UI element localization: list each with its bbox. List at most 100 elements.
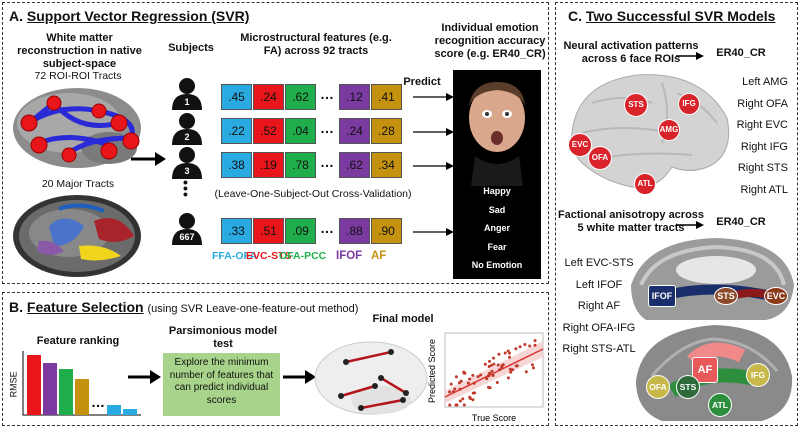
model1-item: Right EVC <box>736 119 788 131</box>
feature-ellipsis: … <box>320 120 334 136</box>
feature-cell: .52 <box>253 118 284 144</box>
panel-a-title-text: Support Vector Regression (SVR) <box>26 8 250 24</box>
emotion-option: Fear <box>487 241 507 252</box>
panel-c-title: C. Two Successful SVR Models <box>568 8 775 24</box>
predict-arrows <box>413 93 454 236</box>
loso-label: (Leave-One-Subject-Out Cross-Validation) <box>214 188 412 200</box>
roi-node <box>122 132 140 150</box>
model2-arrow <box>676 221 704 229</box>
feature-cell: .12 <box>339 84 370 110</box>
scatter-point <box>491 374 495 377</box>
model2-item: Right STS-ATL <box>562 343 636 355</box>
scatter-point <box>514 347 518 351</box>
model2-item: Left EVC-STS <box>564 257 634 269</box>
feature-cell: .38 <box>221 152 252 178</box>
subject-icon: 667 <box>170 211 204 247</box>
feature-ranking-chart: … <box>22 351 141 416</box>
tract-marker: STS <box>676 375 700 399</box>
tract-marker: IFG <box>746 363 770 387</box>
scatter-point <box>530 363 534 367</box>
scatter-point <box>488 371 492 375</box>
scatter-point <box>501 363 505 367</box>
scatter-point <box>454 375 458 379</box>
model2-item: Right AF <box>577 300 621 312</box>
major-label: 20 Major Tracts <box>41 178 115 190</box>
tract-marker: OFA <box>646 375 670 399</box>
scatter-point <box>528 344 532 348</box>
ranking-bar <box>43 363 57 415</box>
tract-marker: ATL <box>708 393 732 417</box>
scatter-point <box>471 398 475 402</box>
roi-marker: STS <box>624 93 648 117</box>
scatter-point <box>483 362 487 366</box>
arrow-to-test <box>128 370 161 384</box>
scatter-point <box>490 369 494 373</box>
scatter-ylabel: Predicted Score <box>427 339 437 403</box>
tract-column-label: IFOF <box>336 250 363 262</box>
scatter-point <box>459 379 463 383</box>
tract-marker: IFOF <box>648 285 676 307</box>
feature-cell: .24 <box>339 118 370 144</box>
feature-ellipsis: … <box>320 220 334 236</box>
panel-b-letter: B. <box>9 299 23 315</box>
emotion-option: Anger <box>483 223 510 233</box>
brain-roi-image <box>13 88 141 168</box>
scatter-point <box>468 377 472 381</box>
scatter-point <box>496 363 500 367</box>
scatter-point <box>462 370 466 374</box>
wm-title: White matter reconstruction in native su… <box>17 32 142 71</box>
roi-node <box>91 103 107 119</box>
model2-target: ER40_CR <box>716 216 766 228</box>
scatter-point <box>511 368 515 372</box>
feature-ellipsis: … <box>320 86 334 102</box>
scatter-point <box>453 387 457 391</box>
roi-marker: ATL <box>634 173 656 195</box>
feature-cell: .51 <box>253 218 284 244</box>
arrow-to-final <box>283 370 316 384</box>
feature-cell: .41 <box>371 84 402 110</box>
emotion-option: Sad <box>488 204 506 215</box>
tract-marker: STS <box>714 287 738 305</box>
ranking-bar <box>59 369 73 415</box>
scatter-point <box>462 403 466 407</box>
roi-node <box>61 147 77 163</box>
predict-label: Predict <box>403 76 441 88</box>
subject-icon: 1 <box>170 76 204 112</box>
ranking-bar <box>107 405 121 415</box>
panel-b-subtitle: (using SVR Leave-one-feature-out method) <box>147 303 359 315</box>
scatter-point <box>508 351 511 355</box>
panel-b: B. Feature Selection (using SVR Leave-on… <box>2 292 549 426</box>
emotion-option: No Emotion <box>471 260 523 270</box>
feature-cell: .09 <box>285 218 316 244</box>
ranking-bar <box>27 355 41 415</box>
explore-box: Explore the minimum number of features t… <box>163 353 280 416</box>
scatter-point <box>497 368 501 372</box>
scatter-point <box>518 345 522 349</box>
feature-cell: .90 <box>371 218 402 244</box>
feature-cell: .45 <box>221 84 252 110</box>
scatter-point <box>472 381 476 385</box>
scatter-point <box>492 362 496 366</box>
scatter-point <box>471 391 475 395</box>
scatter-point <box>500 366 504 370</box>
roi-marker: OFA <box>588 146 612 170</box>
scatter-point <box>485 377 489 381</box>
roi-node <box>46 95 62 111</box>
tract-column-label: FFA-OFA <box>212 250 257 262</box>
subjects-label: Subjects <box>168 42 214 54</box>
model2-item: Left IFOF <box>575 278 623 291</box>
feature-cell: .24 <box>253 84 284 110</box>
feature-ellipsis: … <box>320 154 334 170</box>
accuracy-title: Individual emotion recognition accuracy … <box>434 22 546 61</box>
scatter-point <box>488 386 492 390</box>
model1-arrow <box>676 52 704 60</box>
scatter-point <box>466 381 470 385</box>
ranking-label: Feature ranking <box>36 335 120 347</box>
feature-cell: .78 <box>285 152 316 178</box>
roi-node <box>20 114 38 132</box>
emotion-option: Happy <box>483 186 511 196</box>
scatter-point <box>532 366 535 370</box>
